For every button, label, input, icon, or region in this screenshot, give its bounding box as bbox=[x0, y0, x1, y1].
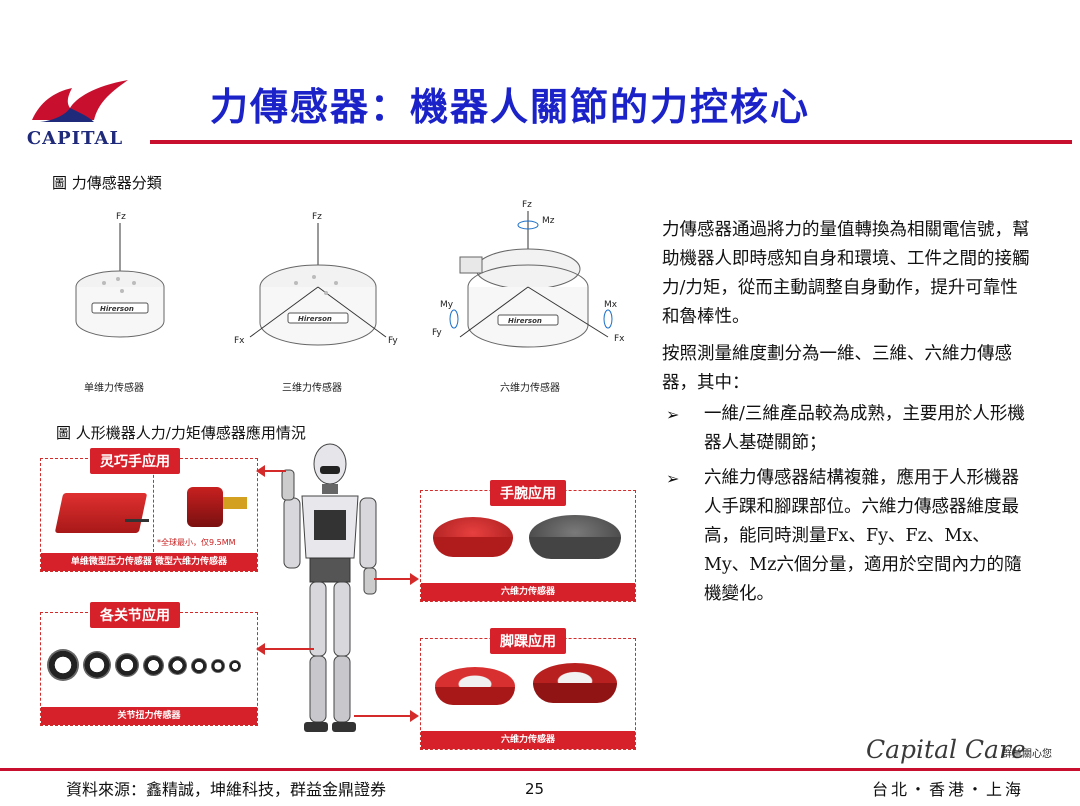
torque-sensor-ring-icon bbox=[47, 649, 79, 681]
sensor-label: 三维力传感器 bbox=[282, 381, 342, 394]
torque-sensor-ring-icon bbox=[143, 655, 164, 676]
body-paragraph: 按照測量維度劃分為一維、三維、六維力傳感器，其中： bbox=[662, 344, 1012, 393]
wrist-panel: 六维力传感器 bbox=[420, 490, 636, 602]
joints-bar: 关节扭力传感器 bbox=[41, 707, 257, 725]
brand-slogan-text: 群益關心您 bbox=[1002, 749, 1052, 760]
bullet-arrow-icon: ➢ bbox=[666, 405, 680, 424]
humanoid-robot-image bbox=[270, 440, 390, 740]
axis-label: Fz bbox=[116, 212, 126, 222]
brand-mark: Hirerson bbox=[508, 317, 542, 325]
axis-label: Fx bbox=[614, 334, 625, 344]
wrist-tag: 手腕应用 bbox=[490, 480, 566, 506]
page-number: 25 bbox=[525, 780, 545, 798]
axis-label: Mx bbox=[604, 300, 618, 310]
arrow-right-icon bbox=[410, 710, 419, 722]
title-divider bbox=[150, 140, 1072, 144]
axis-label: Fz bbox=[522, 200, 532, 210]
page-title: 力傳感器：機器人關節的力控核心 bbox=[210, 84, 811, 129]
bullet-arrow-icon: ➢ bbox=[666, 469, 680, 488]
sensor-diagram-svg: Fz Fz Fx Fy Fz Mz My Mx Fy Fx Hirerson H… bbox=[75, 200, 625, 394]
sensor-label: 六维力传感器 bbox=[500, 381, 560, 394]
single-axis-sensor-icon bbox=[75, 223, 165, 338]
body-paragraph: 力傳感器通過將力的量值轉換為相關電信號，幫助機器人即時感知自身和環境、工件之間的… bbox=[662, 220, 1030, 327]
torque-sensor-ring-icon bbox=[191, 658, 207, 674]
arrow-to-ankle bbox=[354, 715, 412, 717]
brand-slogan: 群益關心您 bbox=[1002, 745, 1052, 760]
dexterous-hand-bar: 单维微型压力传感器 微型六维力传感器 bbox=[41, 553, 257, 571]
brand-mark: Hirerson bbox=[100, 305, 134, 313]
capital-logo bbox=[10, 72, 140, 152]
ankle-tag: 脚踝应用 bbox=[490, 628, 566, 654]
micro-six-axis-sensor-image bbox=[187, 487, 223, 527]
size-note: *全球最小，仅9.5MM bbox=[157, 538, 236, 547]
footer-divider bbox=[0, 768, 1080, 771]
sensor-label: 单维力传感器 bbox=[84, 381, 144, 394]
office-cities: 台北・香港・上海 bbox=[872, 780, 1025, 799]
torque-sensor-ring-icon bbox=[229, 660, 241, 672]
axis-label: My bbox=[440, 300, 454, 310]
torque-sensor-ring-icon bbox=[115, 653, 139, 677]
joints-panel: 关节扭力传感器 bbox=[40, 612, 258, 726]
wrist-bar: 六维力传感器 bbox=[421, 583, 635, 601]
source-note: 資料來源：鑫精誠，坤維科技，群益金鼎證券 bbox=[66, 780, 387, 799]
bullet-text: 一維/三維產品較為成熟，主要用於人形機器人基礎關節； bbox=[704, 404, 1025, 453]
brand-mark: Hirerson bbox=[298, 315, 332, 323]
eagle-logo-icon bbox=[32, 80, 128, 122]
ankle-bar: 六维力传感器 bbox=[421, 731, 635, 749]
axis-label: Fy bbox=[388, 336, 398, 346]
arrow-to-joints bbox=[262, 648, 314, 650]
axis-label: Fx bbox=[234, 336, 245, 346]
figure1-caption: 圖 力傳感器分類 bbox=[52, 174, 162, 192]
ankle-panel: 六维力传感器 bbox=[420, 638, 636, 750]
logo-text: CAPITAL bbox=[26, 128, 124, 149]
arrow-to-wrist bbox=[374, 578, 412, 580]
single-axis-micro-sensor-image bbox=[54, 493, 148, 533]
arrow-left-icon bbox=[256, 643, 265, 655]
axis-label: Fy bbox=[432, 328, 442, 338]
axis-label: Fz bbox=[312, 212, 322, 222]
joints-tag: 各关节应用 bbox=[90, 602, 180, 628]
axis-label: Mz bbox=[542, 216, 555, 226]
bullet-item: ➢ 一維/三維產品較為成熟，主要用於人形機器人基礎關節； bbox=[662, 400, 1032, 458]
six-axis-sensor-icon bbox=[449, 211, 613, 348]
torque-sensor-ring-icon bbox=[211, 659, 225, 673]
bullet-item: ➢ 六維力傳感器結構複雜，應用于人形機器人手踝和腳踝部位。六維力傳感器維度最高，… bbox=[662, 464, 1032, 609]
capital-care-brand: Capital Care bbox=[866, 735, 1026, 764]
arrow-right-icon bbox=[410, 573, 419, 585]
three-axis-sensor-icon bbox=[249, 223, 387, 346]
arrow-left-icon bbox=[256, 465, 265, 477]
body-text: 力傳感器通過將力的量值轉換為相關電信號，幫助機器人即時感知自身和環境、工件之間的… bbox=[662, 216, 1032, 615]
bullet-text: 六維力傳感器結構複雜，應用于人形機器人手踝和腳踝部位。六維力傳感器維度最高，能同… bbox=[704, 468, 1022, 604]
dexterous-hand-panel: *全球最小，仅9.5MM 单维微型压力传感器 微型六维力传感器 bbox=[40, 458, 258, 572]
figure2-caption: 圖 人形機器人力/力矩傳感器應用情況 bbox=[56, 424, 306, 442]
sensor-types-diagram: Fz Fz Fx Fy Fz Mz My Mx Fy Fx Hirerson H… bbox=[60, 195, 650, 410]
dexterous-hand-tag: 灵巧手应用 bbox=[90, 448, 180, 474]
humanoid-robot-icon bbox=[281, 443, 377, 732]
torque-sensor-ring-icon bbox=[83, 651, 111, 679]
arrow-to-hand bbox=[262, 470, 286, 472]
torque-sensor-ring-icon bbox=[168, 656, 187, 675]
